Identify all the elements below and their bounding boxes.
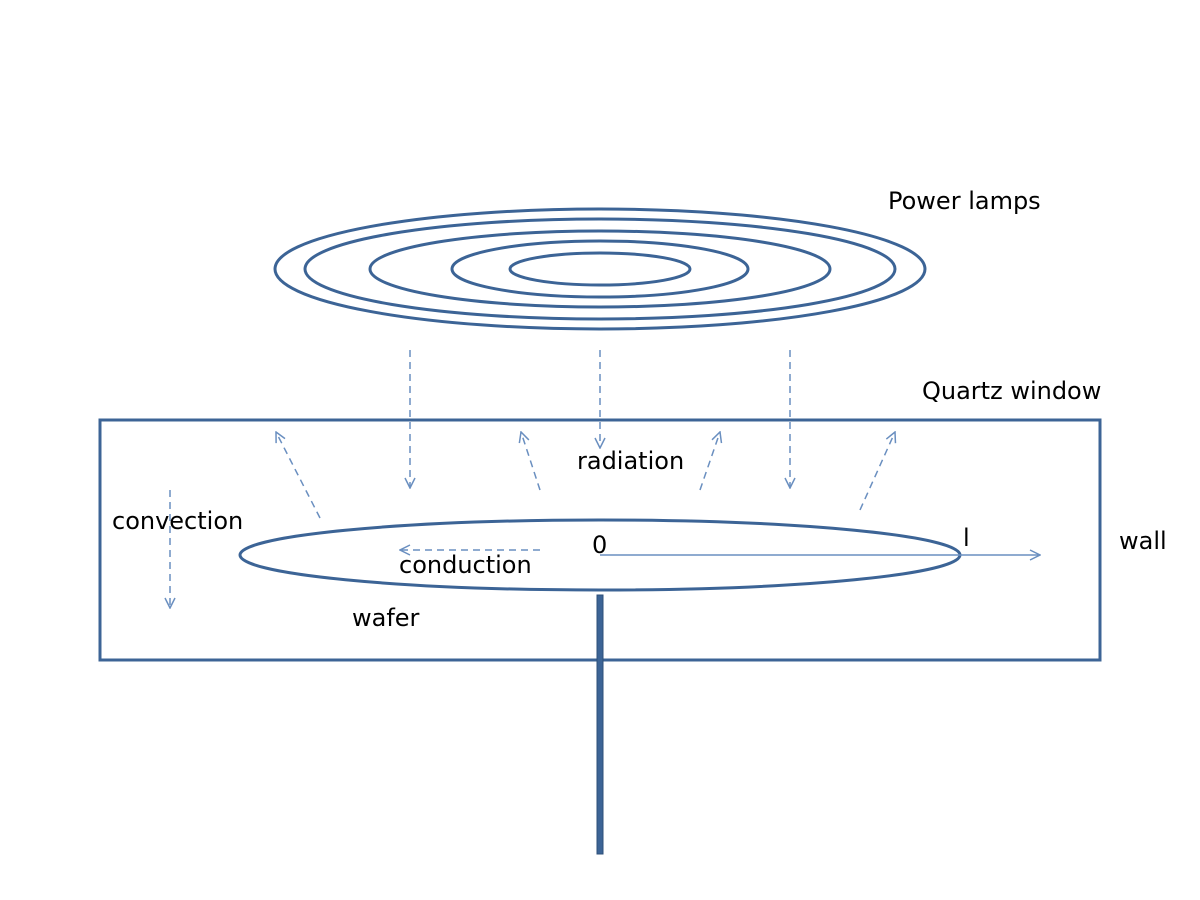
origin-label: 0 — [592, 531, 607, 559]
length-label: l — [963, 524, 970, 552]
lamp-ring-3 — [368, 229, 832, 309]
conduction-label: conduction — [399, 551, 532, 579]
radiation-arrows-down — [410, 350, 790, 488]
power-lamps — [273, 207, 927, 331]
emission-arrow-up — [699, 432, 720, 491]
lamp-ring-2 — [303, 217, 897, 321]
emission-arrow-up — [859, 432, 895, 511]
wall-label: wall — [1119, 527, 1167, 555]
convection-label: convection — [112, 507, 243, 535]
wafer-label: wafer — [352, 604, 420, 632]
lamp-ring-1 — [273, 207, 927, 331]
radiation-label: radiation — [577, 447, 684, 475]
quartz-window-label: Quartz window — [922, 377, 1101, 405]
radiation-arrows-up — [276, 432, 895, 519]
power-lamps-label: Power lamps — [888, 187, 1041, 215]
support-shaft — [596, 594, 604, 855]
emission-arrow-up — [521, 432, 541, 491]
emission-arrow-up — [276, 432, 321, 519]
lamp-ring-5 — [508, 251, 692, 287]
lamp-ring-4 — [450, 239, 750, 299]
